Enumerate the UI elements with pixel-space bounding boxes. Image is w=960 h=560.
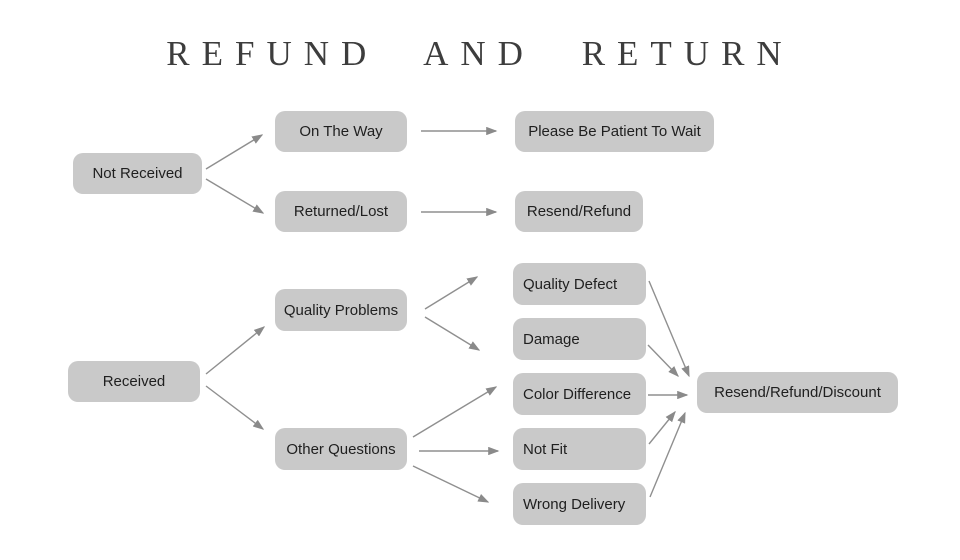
node-on-the-way: On The Way xyxy=(275,111,407,152)
arrow-not-received-to-returned-lost xyxy=(205,178,265,214)
node-quality-defect: Quality Defect xyxy=(513,263,646,305)
page-title: REFUND AND RETURN xyxy=(166,34,794,73)
arrow-wrong-delivery-to-final xyxy=(649,411,686,498)
node-resend-refund: Resend/Refund xyxy=(515,191,643,232)
node-not-received: Not Received xyxy=(73,153,202,194)
node-other-questions: Other Questions xyxy=(275,428,407,470)
node-color-difference: Color Difference xyxy=(513,373,646,415)
arrow-other-questions-to-wrong-delivery xyxy=(412,465,490,503)
node-please-be-patient: Please Be Patient To Wait xyxy=(515,111,714,152)
arrow-not-received-to-on-the-way xyxy=(205,134,264,170)
node-received: Received xyxy=(68,361,200,402)
node-wrong-delivery: Wrong Delivery xyxy=(513,483,646,525)
arrow-damage-to-final xyxy=(647,344,679,378)
node-returned-lost: Returned/Lost xyxy=(275,191,407,232)
arrow-not-fit-to-final xyxy=(648,410,676,445)
arrow-quality-problems-to-damage xyxy=(424,316,481,351)
arrow-other-questions-to-color-difference xyxy=(412,386,498,438)
node-resend-refund-discount: Resend/Refund/Discount xyxy=(697,372,898,413)
node-quality-problems: Quality Problems xyxy=(275,289,407,331)
arrow-received-to-quality-problems xyxy=(205,326,266,375)
node-damage: Damage xyxy=(513,318,646,360)
arrow-received-to-other-questions xyxy=(205,385,265,430)
arrow-quality-defect-to-final xyxy=(648,280,690,378)
node-not-fit: Not Fit xyxy=(513,428,646,470)
arrow-quality-problems-to-quality-defect xyxy=(424,276,479,310)
